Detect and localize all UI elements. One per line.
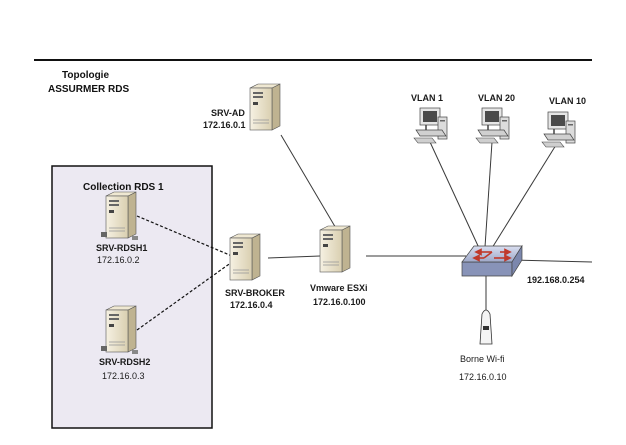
esxi-server-icon <box>319 225 351 273</box>
srv-ad-server-icon <box>249 83 281 131</box>
wifi-name: Borne Wi-fi <box>460 354 505 364</box>
link-ad-esxi <box>280 134 338 231</box>
links <box>267 134 593 314</box>
link-switch-vlan10 <box>491 144 557 249</box>
wifi-ip: 172.16.0.10 <box>459 372 507 382</box>
link-switch-edge <box>511 259 593 263</box>
link-switch-vlan20 <box>484 141 493 248</box>
esxi-name: Vmware ESXi <box>310 283 368 293</box>
srv-broker-server-icon <box>229 233 261 281</box>
vlan20-label: VLAN 20 <box>478 93 515 103</box>
link-rdsh1-broker <box>136 215 233 257</box>
vlan10-pc-icon <box>541 111 576 148</box>
srv-rdsh1-name: SRV-RDSH1 <box>96 243 147 253</box>
vlan20-pc-icon <box>475 107 510 144</box>
diagram-title-line1: Topologie <box>62 70 109 81</box>
srv-rdsh1-ip: 172.16.0.2 <box>97 255 140 265</box>
vlan10-label: VLAN 10 <box>549 96 586 106</box>
srv-broker-ip: 172.16.0.4 <box>230 300 273 310</box>
link-broker-esxi <box>267 255 321 259</box>
srv-broker-name: SRV-BROKER <box>225 288 285 298</box>
srv-rdsh2-server-icon <box>105 305 137 353</box>
rdsh1-plug-icon <box>101 232 138 240</box>
srv-rdsh2-ip: 172.16.0.3 <box>102 371 145 381</box>
diagram-title-line2: ASSURMER RDS <box>48 84 129 95</box>
dashed-links <box>136 215 233 331</box>
collection-label: Collection RDS 1 <box>83 182 164 193</box>
rdsh2-plug-icon <box>101 346 138 354</box>
srv-rdsh2-name: SRV-RDSH2 <box>99 357 150 367</box>
switch-ip: 192.168.0.254 <box>527 275 585 285</box>
vlan1-label: VLAN 1 <box>411 93 443 103</box>
link-switch-vlan1 <box>429 141 480 249</box>
link-rdsh2-broker <box>136 261 233 331</box>
switch-icon <box>461 244 523 278</box>
srv-rdsh1-server-icon <box>105 191 137 239</box>
wifi-access-point-icon <box>479 309 493 345</box>
srv-ad-ip: 172.16.0.1 <box>203 120 246 130</box>
esxi-ip: 172.16.0.100 <box>313 297 366 307</box>
vlan1-pc-icon <box>413 107 448 144</box>
srv-ad-name: SRV-AD <box>211 108 245 118</box>
